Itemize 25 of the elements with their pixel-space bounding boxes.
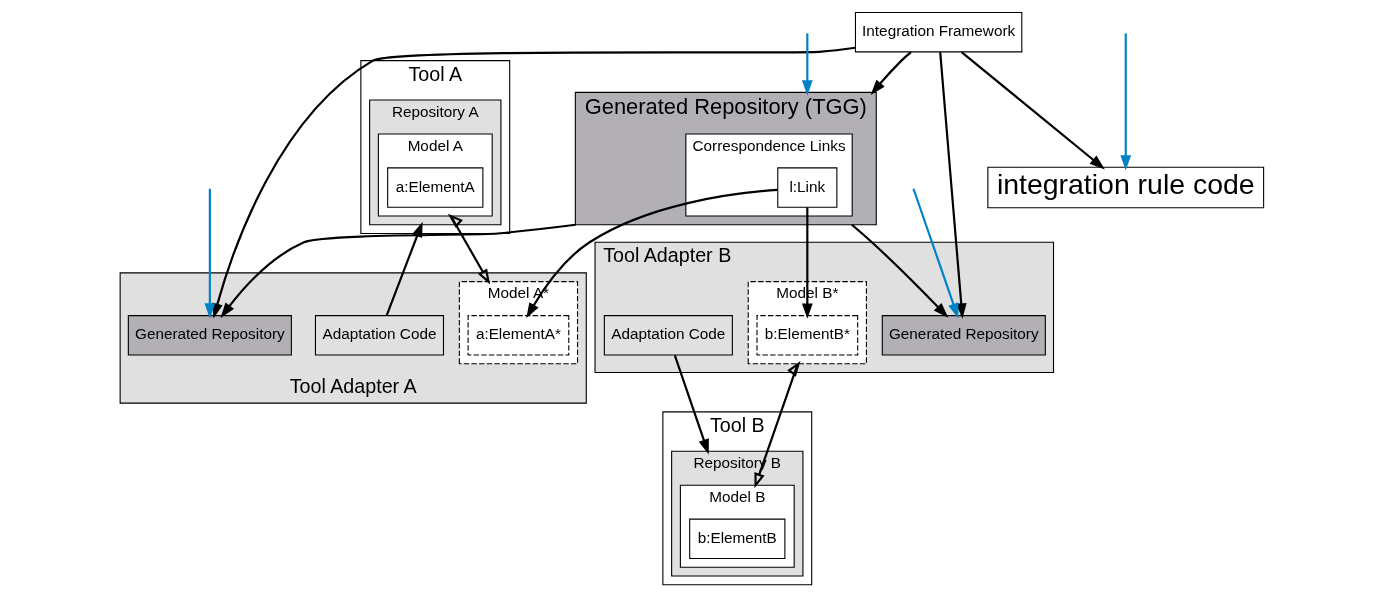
arrow <box>850 223 948 318</box>
arrow <box>801 207 813 319</box>
node-box: integration rule code <box>986 166 1264 209</box>
node-box: a:ElementA* <box>467 315 569 356</box>
arrow <box>801 33 813 96</box>
node-box: Integration Framework <box>854 11 1022 53</box>
node-box: Adaptation Code <box>314 315 444 356</box>
arrow <box>673 354 709 455</box>
arrow <box>870 51 912 95</box>
node-box: Adaptation Code <box>603 315 733 356</box>
node-box: Generated Repository <box>881 315 1046 356</box>
node-box: l:Link <box>776 167 837 208</box>
node-box: b:ElementB <box>688 518 785 560</box>
arrow <box>211 46 856 319</box>
arrow <box>753 361 800 489</box>
arrow <box>960 51 1105 170</box>
node-box: a:ElementA <box>386 167 483 208</box>
arrow <box>525 188 777 319</box>
arrow <box>447 213 490 285</box>
arrow <box>911 188 967 319</box>
arrow <box>1119 33 1131 171</box>
node-box: b:ElementB* <box>755 315 858 356</box>
arrow <box>938 52 967 319</box>
arrow <box>204 188 223 319</box>
node-box: Generated Repository <box>127 315 292 356</box>
